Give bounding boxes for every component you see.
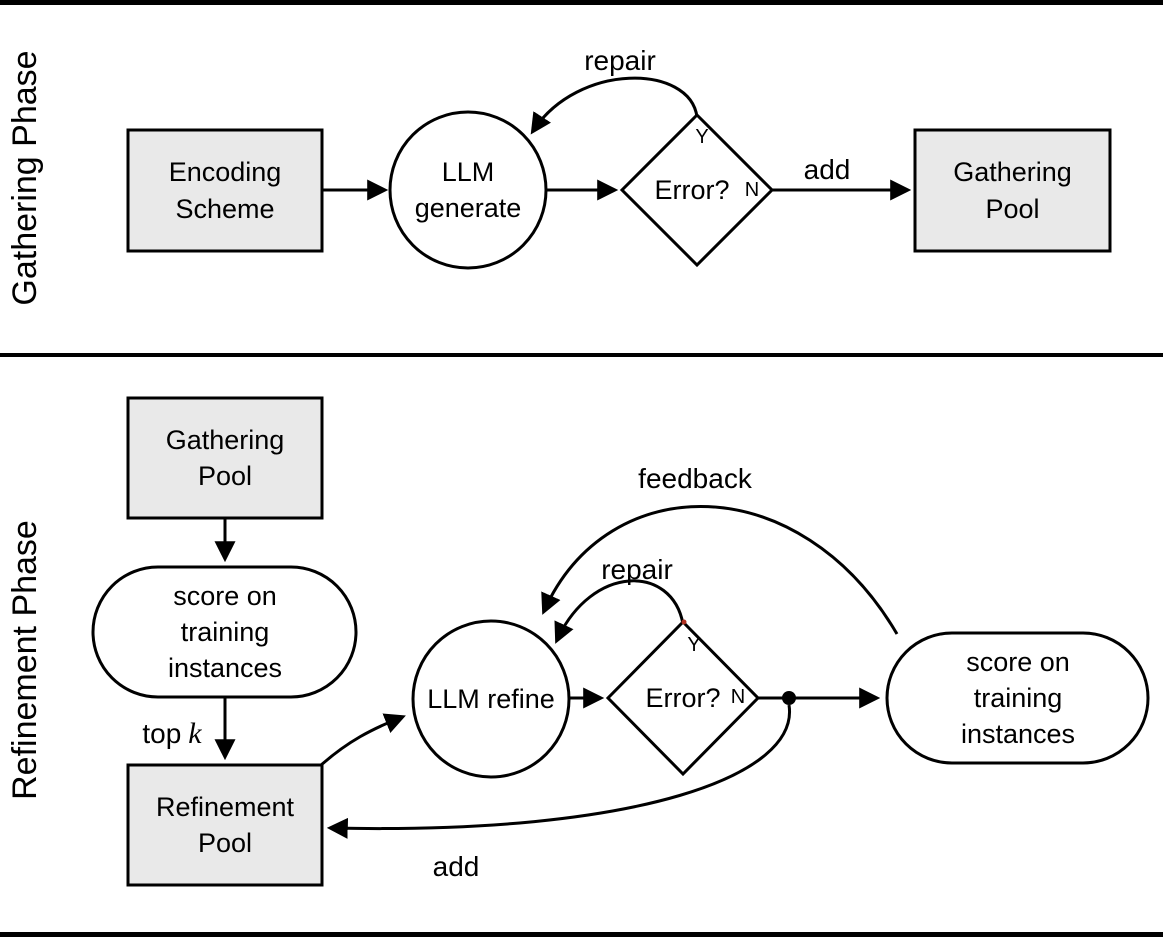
llm-generate-circle bbox=[388, 110, 548, 270]
score-training-stadium-left bbox=[91, 565, 358, 699]
branch-junction-dot bbox=[782, 691, 796, 705]
edge-add-to-refinement-pool bbox=[326, 704, 791, 839]
artifact-red-dot bbox=[681, 619, 687, 625]
error-diamond-gathering bbox=[619, 112, 775, 268]
score-training-stadium-right bbox=[885, 631, 1150, 765]
edge-feedback-loop bbox=[541, 505, 899, 635]
error-diamond-refinement bbox=[605, 619, 761, 777]
gathering-pool-box-refinement bbox=[126, 396, 324, 520]
edge-repair-loop-gathering bbox=[530, 76, 699, 135]
encoding-scheme-box bbox=[126, 128, 324, 253]
phase-divider-rule bbox=[0, 353, 1163, 357]
edge-refinement-pool-to-refine bbox=[319, 713, 406, 768]
refinement-pool-box bbox=[126, 763, 324, 887]
gathering-pool-box-top bbox=[913, 128, 1112, 253]
llm-refine-circle bbox=[411, 619, 571, 779]
edge-repair-loop-refine bbox=[554, 579, 685, 644]
bottom-border-rule bbox=[0, 932, 1163, 937]
top-border-rule bbox=[0, 0, 1163, 5]
